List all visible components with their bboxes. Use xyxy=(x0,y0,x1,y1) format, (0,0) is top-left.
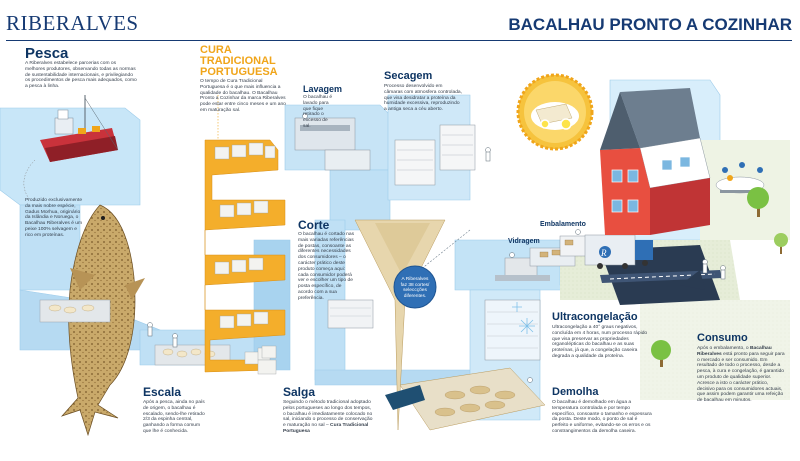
pesca-species-note: Produzido exclusivamente da mais nobre e… xyxy=(25,198,83,238)
ultra-freezer xyxy=(484,299,541,361)
cuts-bubble-text: A Riberalves faz 38 cortes/ seleccções d… xyxy=(400,277,430,299)
demolha-text: O bacalhau é demolhado em água a tempera… xyxy=(552,400,652,434)
secagem-racks xyxy=(394,124,491,186)
salga-bags xyxy=(257,345,277,375)
salga-text: Seguindo o método tradicional adoptado p… xyxy=(283,400,373,434)
vidragem-title: Vidragem xyxy=(508,238,540,245)
salga-title: Salga xyxy=(283,385,316,399)
svg-text:R: R xyxy=(600,248,607,258)
header-divider xyxy=(6,40,792,41)
cura-title: CURA TRADICIONAL PORTUGUESA xyxy=(200,44,278,78)
delivery-truck: R xyxy=(584,234,722,305)
cura-text: O tempo de Cura Tradicional Portuguesa é… xyxy=(200,79,286,113)
brand-logo: RIBERALVES xyxy=(6,11,139,35)
pesca-title: Pesca xyxy=(25,45,69,62)
secagem-text: Processo desenvolvido em câmaras com atm… xyxy=(384,84,463,113)
corte-title: Corte xyxy=(298,218,330,232)
dish-badge xyxy=(516,73,594,151)
ultra-title: Ultracongelação xyxy=(552,311,638,323)
lavagem-machine xyxy=(294,113,371,171)
house xyxy=(600,88,711,235)
demolha-tank xyxy=(385,367,546,431)
secagem-title: Secagem xyxy=(384,70,433,82)
demolha-title: Demolha xyxy=(552,386,599,398)
ultra-text: Ultracongelação a 40° graus negativos, c… xyxy=(552,325,648,359)
cura-salt-stacks xyxy=(204,95,286,373)
escala-title: Escala xyxy=(143,385,182,399)
cuts-bubble xyxy=(393,265,437,309)
page-title: BACALHAU PRONTO A COZINHAR xyxy=(508,15,792,34)
trees xyxy=(651,187,788,367)
consumo-title: Consumo xyxy=(697,332,748,344)
embalamento-title: Embalamento xyxy=(540,221,586,228)
escala-tables xyxy=(39,299,231,366)
escala-text: Após a pesca, ainda no país de origem, o… xyxy=(143,400,205,434)
corte-funnel xyxy=(327,219,471,431)
corte-text: O bacalhau é cortado nas mais variadas r… xyxy=(298,232,355,301)
shoppers xyxy=(702,259,726,280)
lavagem-title: Lavagem xyxy=(303,84,343,94)
pesca-text: A Riberalves estabelece parcerias com os… xyxy=(25,61,137,90)
fishing-boat xyxy=(40,95,119,162)
lavagem-text: O bacalhau é lavado para que fique retir… xyxy=(303,95,333,129)
consumo-text: Após o embalamento, o Bacalhau Riberalve… xyxy=(697,346,785,404)
